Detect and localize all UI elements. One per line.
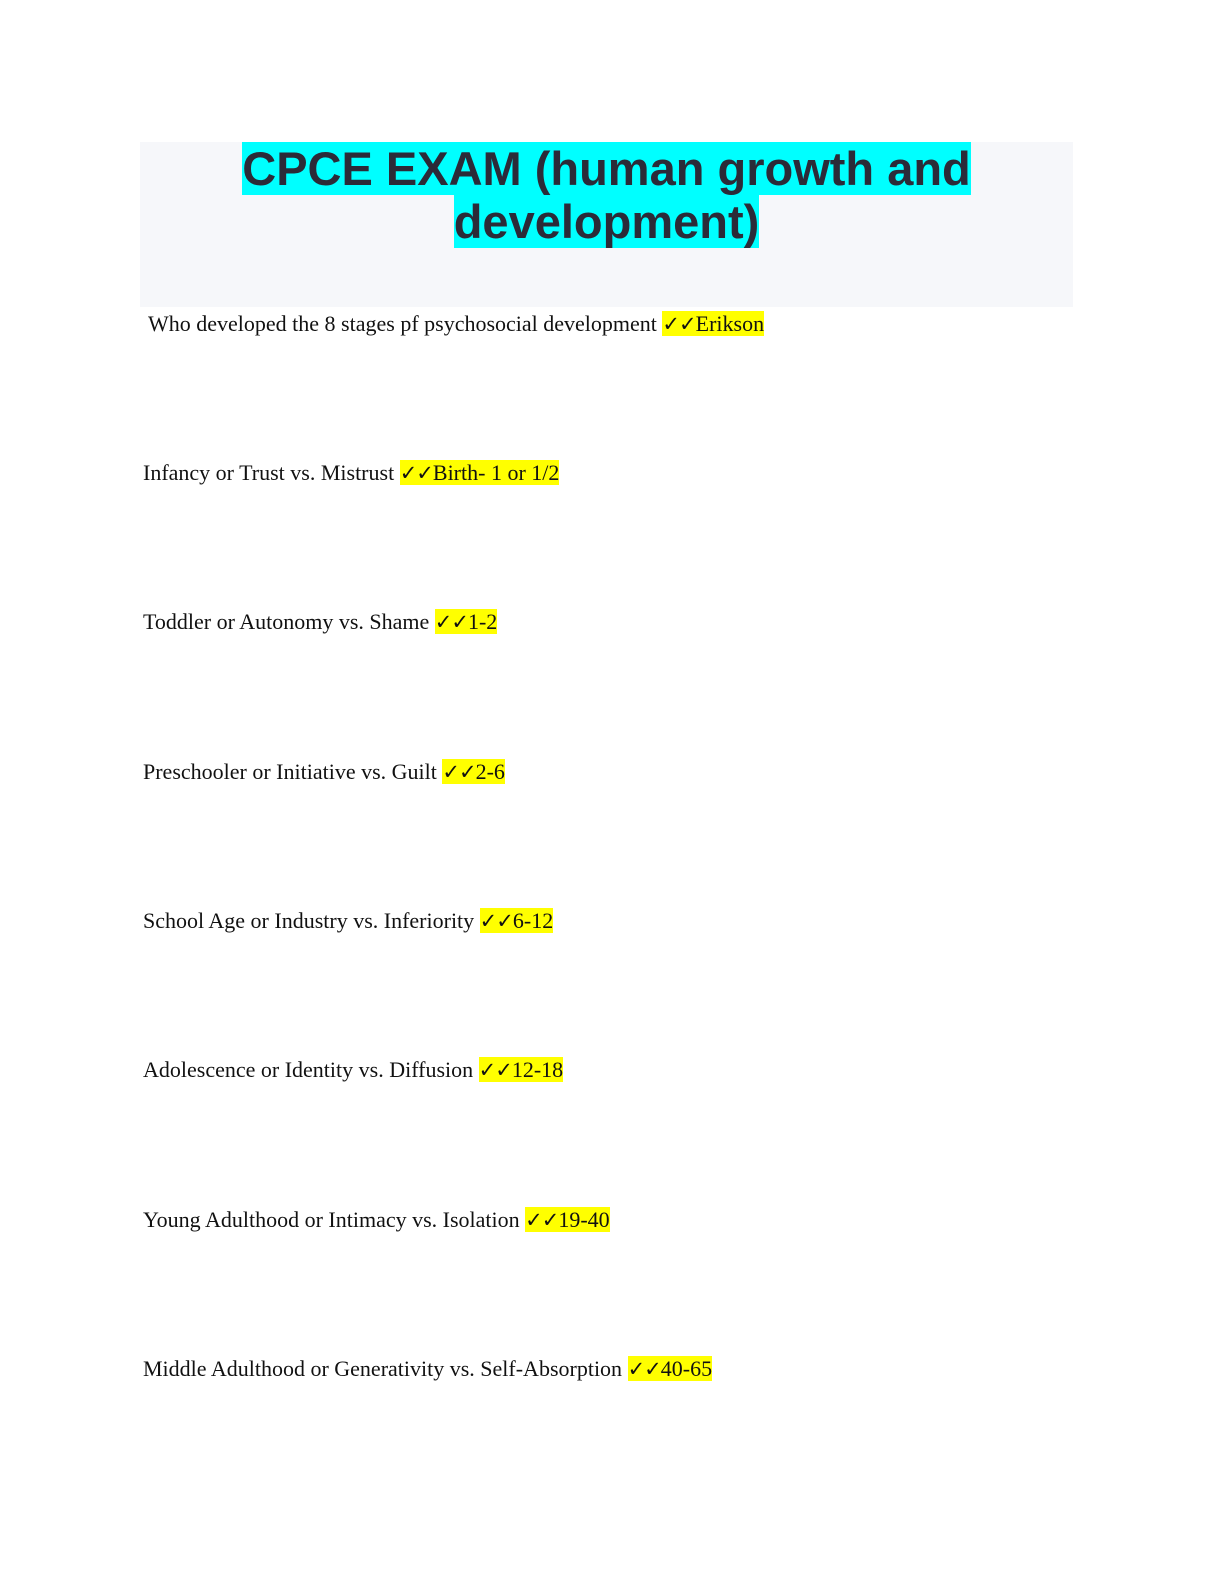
question-text: Adolescence or Identity vs. Diffusion xyxy=(143,1057,474,1082)
answer-highlight: ✓✓Erikson xyxy=(662,311,765,336)
qa-item: Preschooler or Initiative vs. Guilt ✓✓2-… xyxy=(143,757,505,787)
checkmark-icon: ✓✓ xyxy=(478,1058,513,1082)
document-title: CPCE EXAM (human growth and development) xyxy=(140,142,1073,248)
answer-text: Birth- 1 or 1/2 xyxy=(432,460,560,485)
answer-highlight: ✓✓Birth- 1 or 1/2 xyxy=(399,460,560,485)
answer-text: 1-2 xyxy=(467,609,498,634)
qa-item: Who developed the 8 stages pf psychosoci… xyxy=(148,309,765,339)
qa-item: Adolescence or Identity vs. Diffusion ✓✓… xyxy=(143,1055,564,1085)
answer-text: 12-18 xyxy=(511,1057,564,1082)
answer-text: 2-6 xyxy=(475,759,505,784)
question-text: Preschooler or Initiative vs. Guilt xyxy=(143,759,437,784)
answer-highlight: ✓✓1-2 xyxy=(434,609,498,634)
checkmark-icon: ✓✓ xyxy=(662,312,696,336)
question-text: Infancy or Trust vs. Mistrust xyxy=(143,460,395,485)
answer-highlight: ✓✓6-12 xyxy=(479,908,554,933)
answer-highlight: ✓✓19-40 xyxy=(525,1207,610,1232)
checkmark-icon: ✓✓ xyxy=(399,461,434,485)
question-text: Young Adulthood or Intimacy vs. Isolatio… xyxy=(143,1207,520,1232)
document-title-text: CPCE EXAM (human growth and development) xyxy=(242,142,971,248)
checkmark-icon: ✓✓ xyxy=(479,909,514,933)
qa-item: Toddler or Autonomy vs. Shame ✓✓1-2 xyxy=(143,607,498,637)
answer-text: Erikson xyxy=(695,311,765,336)
question-text: Middle Adulthood or Generativity vs. Sel… xyxy=(143,1356,623,1381)
question-text: School Age or Industry vs. Inferiority xyxy=(143,908,475,933)
answer-highlight: ✓✓2-6 xyxy=(442,759,505,784)
checkmark-icon: ✓✓ xyxy=(442,760,476,784)
answer-text: 40-65 xyxy=(660,1356,713,1381)
checkmark-icon: ✓✓ xyxy=(525,1208,559,1232)
answer-highlight: ✓✓40-65 xyxy=(627,1356,713,1381)
answer-text: 19-40 xyxy=(558,1207,610,1232)
answer-text: 6-12 xyxy=(512,908,554,933)
question-text: Toddler or Autonomy vs. Shame xyxy=(143,609,430,634)
checkmark-icon: ✓✓ xyxy=(434,610,469,634)
qa-item: Infancy or Trust vs. Mistrust ✓✓Birth- 1… xyxy=(143,458,560,488)
qa-item: School Age or Industry vs. Inferiority ✓… xyxy=(143,906,554,936)
qa-item: Young Adulthood or Intimacy vs. Isolatio… xyxy=(143,1205,610,1235)
checkmark-icon: ✓✓ xyxy=(627,1357,662,1381)
qa-item: Middle Adulthood or Generativity vs. Sel… xyxy=(143,1354,713,1384)
answer-highlight: ✓✓12-18 xyxy=(478,1057,564,1082)
question-text: Who developed the 8 stages pf psychosoci… xyxy=(148,311,657,336)
